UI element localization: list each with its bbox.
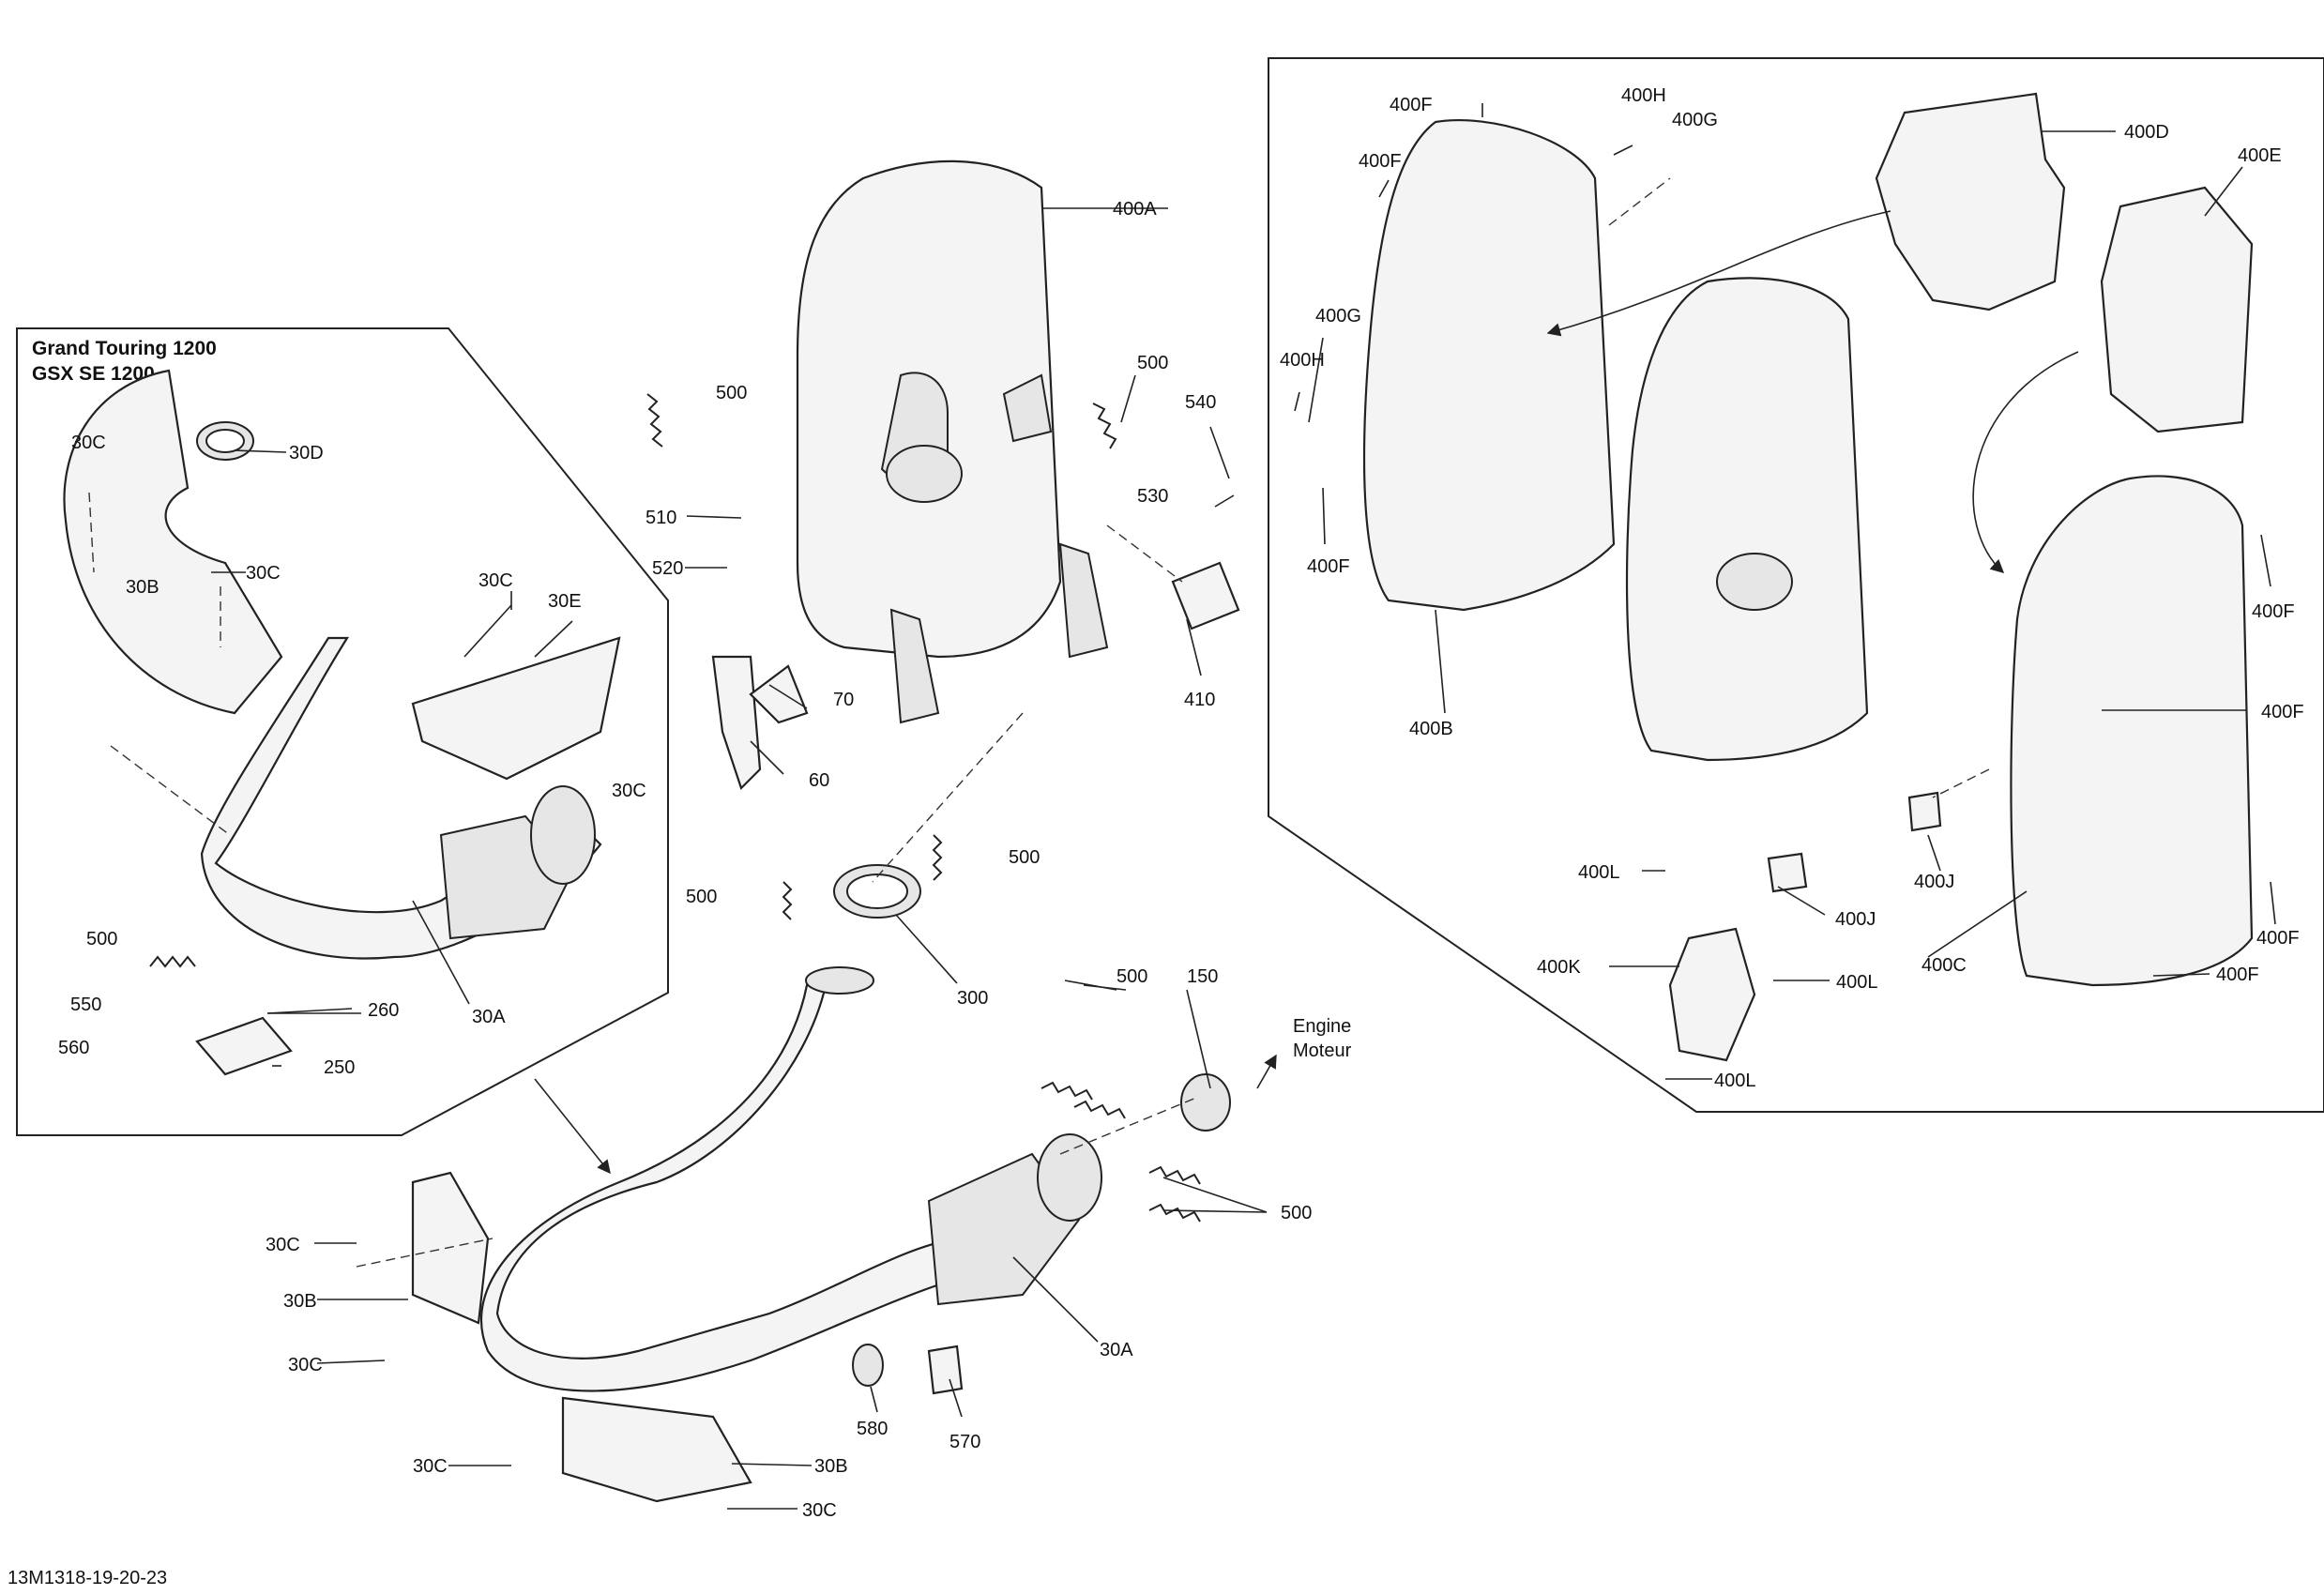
callout-label: 250 (324, 1057, 355, 1078)
inset-title-line-2: GSX SE 1200 (32, 363, 155, 385)
muffler-400a (796, 160, 1109, 724)
callout-label: 580 (857, 1419, 888, 1439)
callout-label: 410 (1184, 690, 1215, 710)
callout-label: 60 (809, 770, 829, 791)
heat-shield-30b-lower (561, 1396, 752, 1503)
callout-label: 30C (478, 570, 513, 591)
callout-label: 400F (2252, 601, 2295, 622)
callout-label: 400J (1835, 909, 1876, 930)
callout-label: 500 (1281, 1203, 1312, 1223)
callout-label: 400J (1914, 872, 1954, 892)
callout-label: 520 (652, 558, 683, 579)
inset-bracket-250 (195, 1016, 293, 1076)
bracket-570 (927, 1344, 964, 1395)
insulation-400d (1875, 92, 2066, 311)
callout-label: 300 (957, 988, 988, 1009)
callout-label: 260 (368, 1000, 399, 1021)
inset-heat-shield-30b (63, 369, 283, 715)
callout-label: 30C (288, 1355, 323, 1375)
callout-label: 500 (716, 383, 747, 403)
callout-label: 400K (1537, 957, 1581, 978)
callout-label: 400H (1621, 85, 1666, 106)
exhaust-pipe-30a (479, 966, 1102, 1392)
callout-label: 570 (949, 1432, 980, 1452)
callout-label: 400F (2261, 702, 2304, 722)
inset-spring-500 (149, 955, 196, 968)
callout-label: 560 (58, 1038, 89, 1058)
callout-leader-lines (211, 103, 2276, 1510)
callout-label: 400G (1672, 110, 1718, 130)
bumper-580 (852, 1344, 884, 1387)
bracket-60-70 (711, 655, 809, 791)
callout-label: 30A (472, 1007, 506, 1027)
callout-label: 400L (1836, 972, 1878, 993)
callout-label: 30E (548, 591, 582, 612)
callout-label: 30C (612, 781, 646, 801)
callout-label: 400G (1315, 306, 1361, 327)
callout-label: 30C (246, 563, 281, 584)
callout-label: 30D (289, 443, 324, 463)
callout-label: 500 (1009, 847, 1040, 868)
callout-label: 30A (1100, 1340, 1133, 1360)
dashed-connection-lines (88, 177, 1990, 1268)
callout-label: 400F (1307, 556, 1350, 577)
callout-label: 30C (413, 1456, 448, 1477)
inset-clamp-30d (196, 421, 254, 461)
callout-label: 400D (2124, 122, 2169, 143)
callout-label: 30B (126, 577, 159, 598)
callout-label: 400F (1390, 95, 1433, 115)
callout-labels: 30C 30D 30C 30B 30C 30E 30C 500 550 260 … (58, 85, 2304, 1521)
inset-heat-shield-30e (411, 636, 621, 781)
gasket-300 (833, 864, 921, 919)
rubber-mount-400j (1767, 791, 1942, 893)
inset-frame-left (16, 327, 669, 1136)
callout-label: 500 (686, 887, 717, 907)
callout-label: 400L (1578, 862, 1620, 883)
inset-title-line-1: Grand Touring 1200 (32, 338, 217, 359)
callout-label: 150 (1187, 966, 1218, 987)
muffler-half-400b (1362, 118, 1616, 612)
rubber-mount-410 (1171, 561, 1240, 630)
callout-label: 30B (283, 1291, 317, 1312)
callout-label: 400F (2256, 928, 2300, 949)
callout-label: 30C (802, 1500, 837, 1521)
callout-label: 400A (1113, 199, 1157, 220)
callout-label: 30C (266, 1235, 300, 1255)
inset-exhaust-pipe-30a (200, 636, 602, 960)
callout-label: 510 (646, 508, 676, 528)
callout-label: 400H (1280, 350, 1325, 371)
callout-label: 70 (833, 690, 854, 710)
callout-label: 550 (70, 995, 101, 1015)
callout-label: 400F (2216, 965, 2259, 985)
callout-label: 400F (1359, 151, 1402, 172)
callout-label: 500 (1116, 966, 1147, 987)
heat-shield-400k (1668, 927, 1756, 1062)
muffler-core (1625, 277, 1869, 762)
callout-label: 500 (86, 929, 117, 949)
callout-label: 400B (1409, 719, 1453, 739)
callout-label: 30C (71, 433, 106, 453)
callout-label: 400L (1714, 1071, 1756, 1091)
callout-label: 400E (2238, 145, 2282, 166)
callout-label: 400C (1921, 955, 1967, 976)
gasket-150 (1180, 1073, 1231, 1132)
springs-500 (646, 393, 1201, 1223)
callout-label: 530 (1137, 486, 1168, 507)
diagram-code: 13M1318-19-20-23 (8, 1568, 167, 1588)
engine-label-fr: Moteur (1293, 1041, 1352, 1061)
callout-label: 540 (1185, 392, 1216, 413)
callout-label: 500 (1137, 353, 1168, 373)
muffler-half-400c (2010, 475, 2254, 987)
insulation-400e (2100, 186, 2254, 433)
engine-direction-label: Engine Moteur (1293, 1016, 1352, 1061)
assembly-arrows (534, 210, 2079, 1175)
callout-label: 30B (814, 1456, 848, 1477)
engine-label-en: Engine (1293, 1016, 1351, 1037)
inset-frame-right (1268, 57, 2324, 1113)
